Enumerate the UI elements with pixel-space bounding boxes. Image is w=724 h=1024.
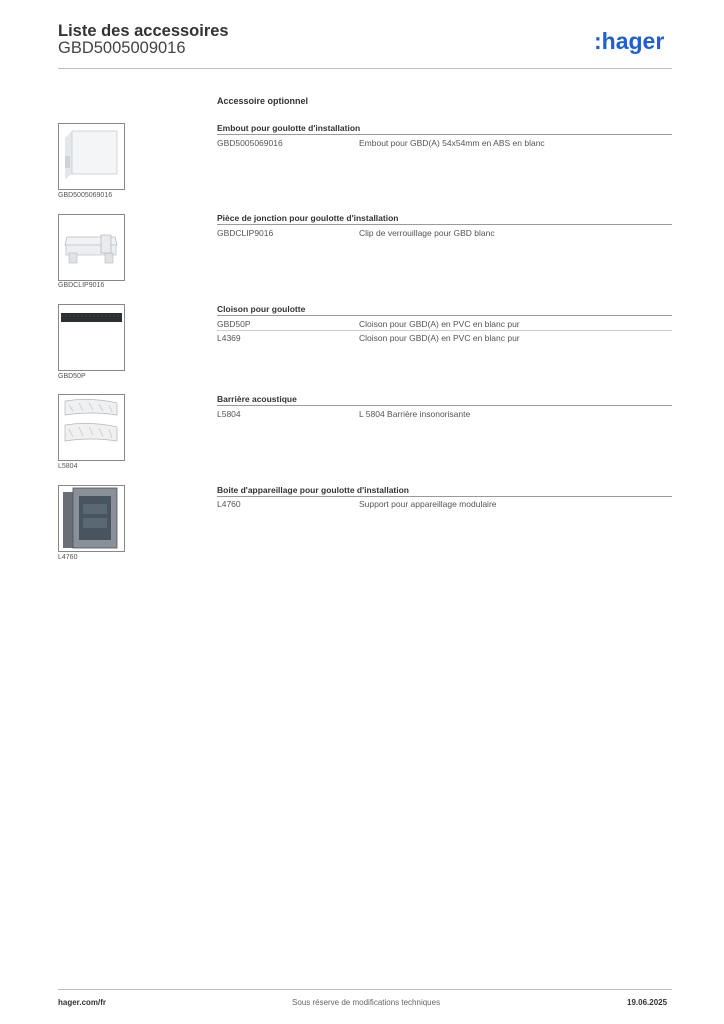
item-description: Support pour appareillage modulaire	[359, 499, 497, 509]
group-divider	[217, 405, 672, 406]
group-divider	[217, 134, 672, 135]
group-title: Pièce de jonction pour goulotte d'instal…	[217, 213, 399, 223]
image-label: GBD5005069016	[58, 192, 113, 199]
section-title: Accessoire optionnel	[217, 96, 309, 106]
item-code: GBDCLIP9016	[217, 228, 274, 238]
hager-logo: :hager	[594, 28, 664, 54]
group-title: Barrière acoustique	[217, 394, 297, 404]
item-code: L5804	[217, 409, 241, 419]
group-title: Embout pour goulotte d'installation	[217, 123, 361, 133]
footer-divider	[58, 989, 672, 990]
product-reference: GBD5005009016	[58, 39, 186, 57]
item-code: GBD50P	[217, 319, 251, 329]
website-link[interactable]: hager.com/fr	[58, 998, 107, 1007]
group-title: Cloison pour goulotte	[217, 304, 306, 314]
group-divider	[217, 496, 672, 497]
row-divider	[217, 330, 672, 331]
end-cap-image	[58, 123, 125, 190]
item-description: Clip de verrouillage pour GBD blanc	[359, 228, 495, 238]
item-description: Cloison pour GBD(A) en PVC en blanc pur	[359, 333, 520, 343]
svg-text::hager: :hager	[594, 28, 664, 54]
item-description: L 5804 Barrière insonorisante	[359, 409, 471, 419]
item-code: L4369	[217, 333, 241, 343]
item-description: Cloison pour GBD(A) en PVC en blanc pur	[359, 319, 520, 329]
group-divider	[217, 224, 672, 225]
group-title: Boite d'appareillage pour goulotte d'ins…	[217, 485, 409, 495]
acoustic-barrier-image	[58, 394, 125, 461]
image-label: GBDCLIP9016	[58, 282, 105, 289]
header-divider	[58, 68, 672, 69]
image-label: L5804	[58, 463, 78, 470]
image-label: GBD50P	[58, 373, 86, 380]
item-code: GBD5005069016	[217, 138, 283, 148]
document-date: 19.06.2025	[627, 998, 668, 1007]
page-title: Liste des accessoires	[58, 22, 229, 40]
item-code: L4760	[217, 499, 241, 509]
image-label: L4760	[58, 554, 78, 561]
joint-clip-image	[58, 214, 125, 281]
partition-image	[58, 304, 125, 371]
legal-notice: Sous réserve de modifications techniques	[292, 998, 441, 1007]
group-divider	[217, 315, 672, 316]
item-description: Embout pour GBD(A) 54x54mm en ABS en bla…	[359, 138, 545, 148]
device-box-image	[58, 485, 125, 552]
